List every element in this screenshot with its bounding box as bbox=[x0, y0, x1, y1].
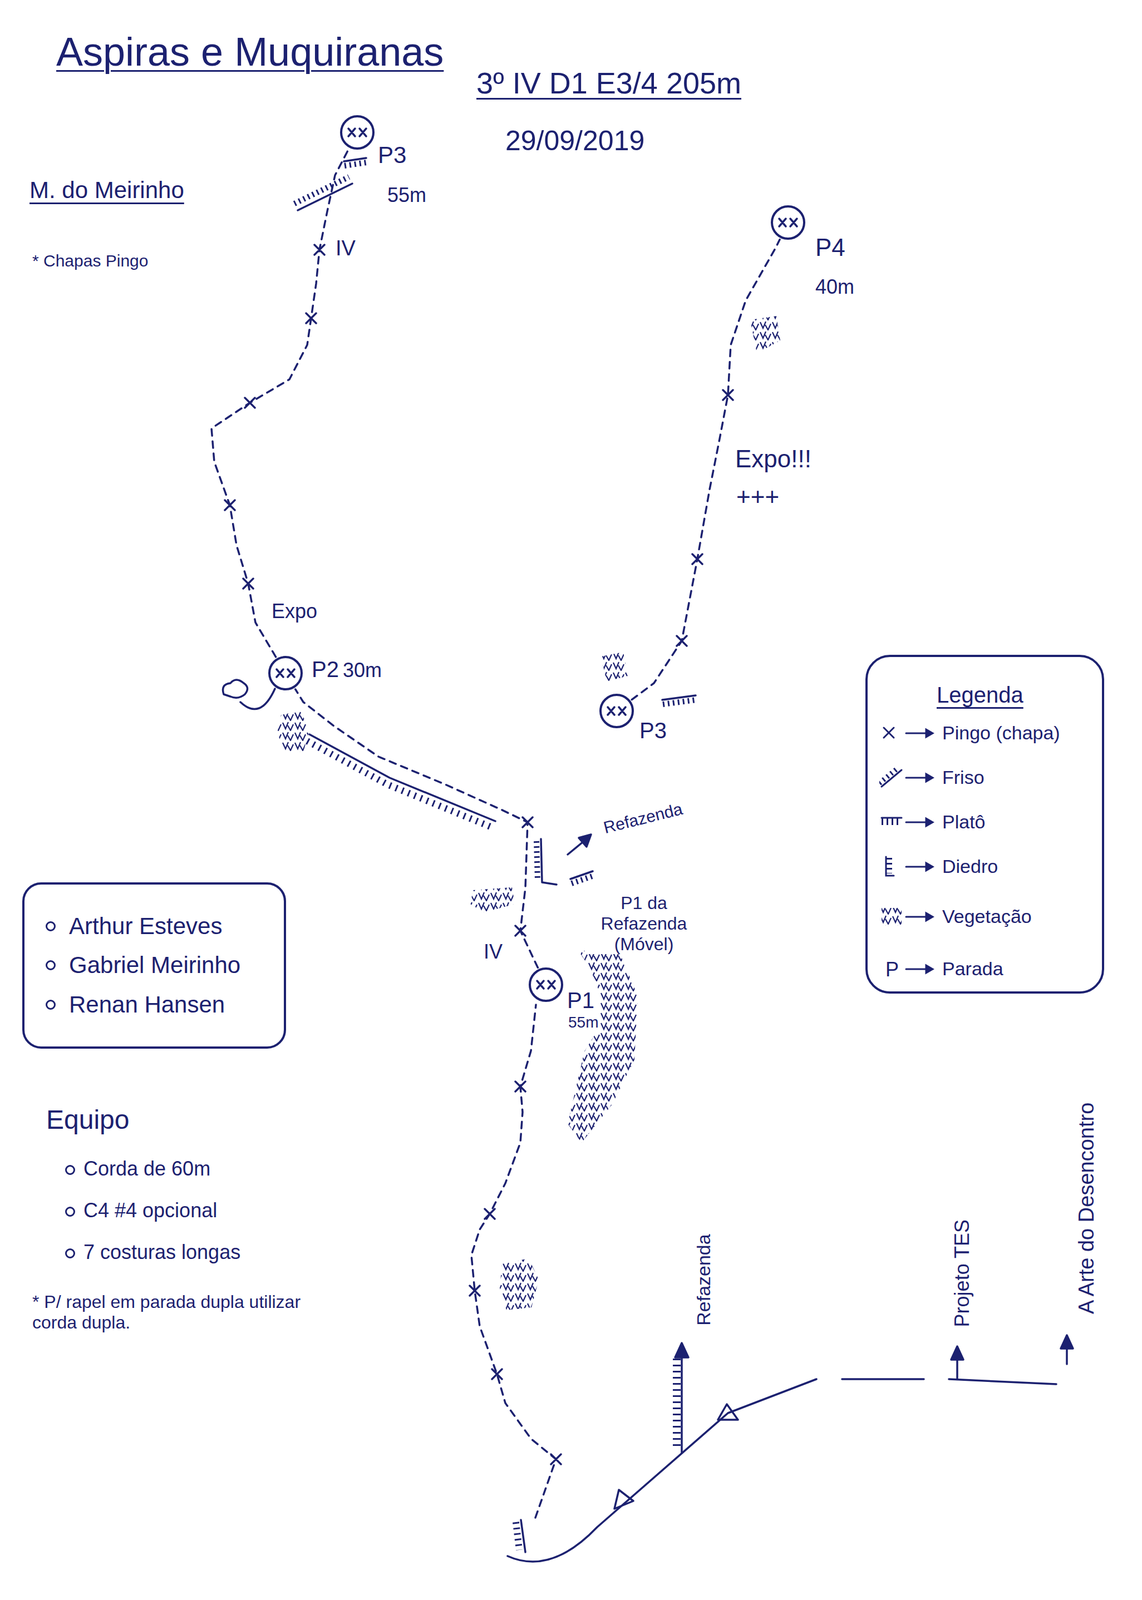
dihedral-ticks bbox=[536, 841, 538, 881]
vegetation bbox=[470, 887, 515, 913]
variant-arrowhead bbox=[578, 834, 592, 848]
gear-item: Corda de 60m bbox=[81, 1157, 213, 1181]
legend-text: Platô bbox=[940, 811, 988, 834]
ramp-ledge bbox=[309, 734, 496, 822]
gear-item: C4 #4 opcional bbox=[81, 1199, 219, 1223]
station-label: P2 bbox=[309, 656, 341, 683]
bolt-marks bbox=[224, 244, 733, 1465]
legend-text: Parada bbox=[940, 958, 1006, 981]
grade-mark: IV bbox=[481, 940, 505, 964]
station-ring bbox=[339, 114, 376, 151]
station-ring bbox=[598, 693, 635, 730]
vegetation bbox=[277, 711, 310, 753]
legend-heading: Legenda bbox=[934, 682, 1026, 708]
legend-sample bbox=[879, 721, 935, 746]
ledge-symbol bbox=[343, 158, 696, 880]
note: * Chapas Pingo bbox=[30, 251, 150, 272]
belay-station: P440m bbox=[770, 204, 806, 241]
flake-symbol bbox=[297, 183, 353, 211]
vegetation bbox=[567, 948, 638, 1144]
legend-sample bbox=[879, 854, 935, 880]
station-ring bbox=[528, 967, 564, 1003]
approach-route bbox=[471, 1005, 556, 1519]
ledge-ticks bbox=[344, 162, 697, 884]
refazenda-slab-ticks bbox=[672, 1359, 681, 1451]
date: 29/09/2019 bbox=[503, 125, 647, 158]
station-label: P3 bbox=[376, 141, 408, 169]
vegetation bbox=[499, 1258, 539, 1311]
route-line bbox=[295, 689, 539, 968]
route-title: Aspiras e Muquiranas bbox=[54, 28, 446, 76]
start-slab bbox=[520, 1520, 526, 1553]
gear-item: 7 costuras longas bbox=[81, 1241, 243, 1264]
belay-station: P155m bbox=[528, 967, 564, 1003]
grade-line: 3º IV D1 E3/4 205m bbox=[474, 65, 743, 101]
sling-loop bbox=[240, 688, 275, 710]
climber-name: Arthur Esteves bbox=[69, 912, 264, 941]
runout-note: Expo bbox=[269, 599, 319, 623]
start-slab-ticks bbox=[515, 1522, 520, 1551]
belay-station: P230m bbox=[267, 655, 304, 692]
legend-text: Friso bbox=[940, 766, 987, 789]
projeto-arrowhead bbox=[951, 1346, 964, 1361]
climber-name: Renan Hansen bbox=[69, 991, 264, 1020]
station-label: P3 bbox=[637, 717, 669, 744]
station-label: P1 bbox=[565, 987, 597, 1014]
belay-station: P355m bbox=[339, 114, 376, 151]
crag-name: M. do Meirinho bbox=[27, 176, 186, 204]
runout-note: +++ bbox=[734, 483, 781, 512]
gear-heading: Equipo bbox=[44, 1104, 131, 1136]
station-label: P4 bbox=[813, 233, 848, 263]
climber-name: Gabriel Meirinho bbox=[69, 951, 264, 980]
neighbour-route: A Arte do Desencontro bbox=[1074, 1101, 1100, 1317]
runout-note: Expo!!! bbox=[733, 445, 814, 474]
neighbour-route: Projeto TES bbox=[950, 1217, 974, 1329]
tree-symbol bbox=[223, 680, 248, 698]
dihedral-symbol bbox=[540, 839, 557, 885]
ramp-ledge-ticks bbox=[307, 741, 494, 829]
legend-symbol: P bbox=[883, 958, 901, 982]
belay-station: P3 bbox=[598, 693, 635, 730]
legend-sample bbox=[879, 904, 935, 930]
vegetation bbox=[601, 652, 628, 682]
station-ring bbox=[770, 204, 806, 241]
station-note: P1 da Refazenda (Móvel) bbox=[586, 893, 702, 955]
station-label: 55m bbox=[385, 183, 428, 207]
neighbour-route: Refazenda bbox=[692, 1232, 715, 1328]
legend-sample bbox=[879, 765, 935, 791]
refazenda-arrow bbox=[680, 1349, 683, 1454]
legend-text: Vegetação bbox=[940, 906, 1034, 928]
team-box: Arthur EstevesGabriel MeirinhoRenan Hans… bbox=[22, 882, 287, 1050]
station-ring bbox=[267, 655, 304, 692]
arte-arrowhead bbox=[1060, 1335, 1073, 1350]
flake-ticks bbox=[294, 176, 349, 204]
legend-text: Diedro bbox=[940, 855, 1000, 878]
ground-line bbox=[507, 1379, 1057, 1563]
variant-name: Refazenda bbox=[599, 799, 687, 839]
station-label: 30m bbox=[341, 658, 384, 682]
station-label: 55m bbox=[566, 1013, 600, 1032]
projeto-arrow bbox=[956, 1357, 959, 1380]
vegetation bbox=[750, 316, 781, 354]
rappel-note: * P/ rapel em parada dupla utilizar cord… bbox=[30, 1292, 324, 1334]
grade-mark: IV bbox=[333, 236, 358, 262]
refazenda-arrowhead bbox=[675, 1343, 689, 1358]
legend-sample bbox=[879, 810, 935, 835]
station-label: 40m bbox=[813, 275, 856, 299]
legend-text: Pingo (chapa) bbox=[940, 722, 1062, 745]
route-line bbox=[211, 149, 349, 658]
